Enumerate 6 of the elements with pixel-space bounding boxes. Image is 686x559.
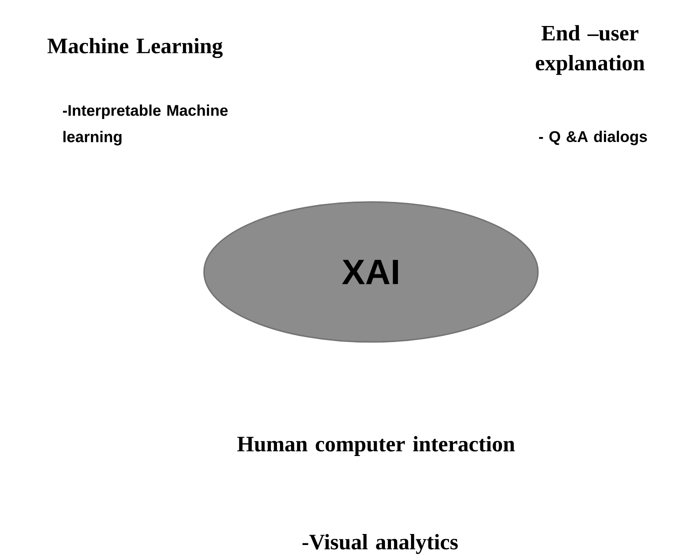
- label: Machine Learning: [48, 38, 223, 58]
- label: End –user explanation: [536, 25, 645, 75]
- label: Human computer interaction: [237, 436, 515, 456]
- label: -Visual analytics: [302, 534, 458, 554]
- label: -Interpretable Machine learning: [62, 104, 228, 146]
- label: - Q &A dialogs: [539, 130, 647, 146]
